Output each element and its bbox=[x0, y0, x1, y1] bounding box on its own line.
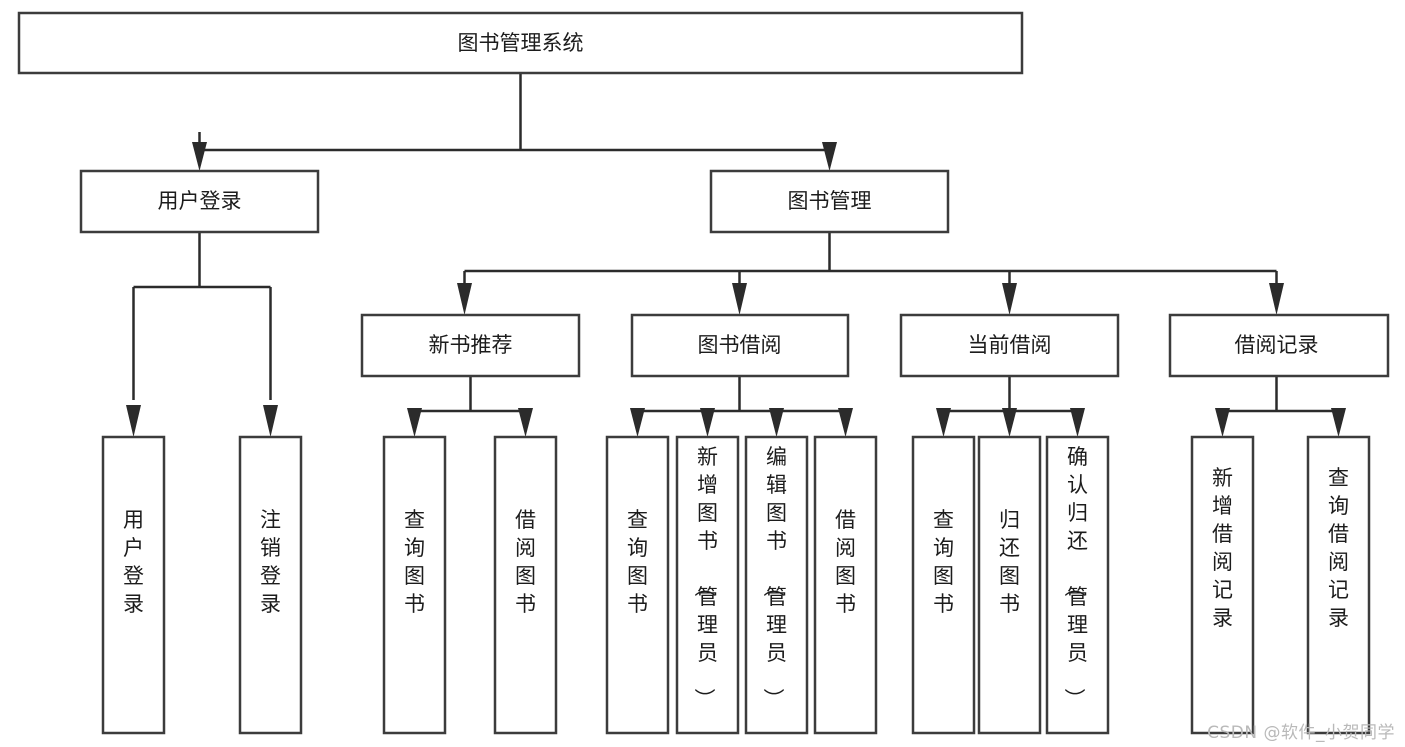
node-leaf-query-book-1-label: 查询图书 bbox=[404, 508, 425, 616]
node-leaf-return-book-label: 归还图书 bbox=[999, 508, 1020, 616]
node-leaf-query-book-3-label: 查询图书 bbox=[933, 508, 954, 616]
node-leaf-add-record[interactable]: 新增借阅记录 bbox=[1190, 435, 1255, 735]
node-leaf-add-record-box[interactable] bbox=[1190, 435, 1255, 735]
node-leaf-query-record[interactable]: 查询借阅记录 bbox=[1306, 435, 1371, 735]
node-book-borrow-label: 图书借阅 bbox=[698, 333, 782, 357]
node-leaf-query-record-box[interactable] bbox=[1306, 435, 1371, 735]
node-leaf-add-book-box[interactable] bbox=[675, 435, 740, 735]
arrowhead-new-book-rec bbox=[457, 283, 472, 315]
node-user-login[interactable]: 用户登录 bbox=[79, 169, 320, 234]
node-leaf-confirm-return-box[interactable] bbox=[1045, 435, 1110, 735]
arrowhead-leaf-query-book-1 bbox=[407, 408, 422, 437]
arrowhead-to-user-login bbox=[192, 142, 207, 171]
node-leaf-query-book-3[interactable]: 查询图书 bbox=[911, 435, 976, 735]
node-book-borrow-box[interactable] bbox=[630, 313, 850, 378]
arrowhead-to-book-manage bbox=[822, 142, 837, 171]
node-leaf-logout-login[interactable]: 注销登录 bbox=[238, 435, 303, 735]
node-leaf-query-book-2-label: 查询图书 bbox=[627, 508, 648, 616]
node-borrow-record-box[interactable] bbox=[1168, 313, 1390, 378]
node-leaf-query-book-1-box[interactable] bbox=[382, 435, 447, 735]
node-leaf-edit-book-label: 编辑图书（管理员） bbox=[761, 445, 787, 709]
node-leaf-add-book[interactable]: 新增图书（管理员） bbox=[675, 435, 740, 735]
node-user-login-label: 用户登录 bbox=[158, 189, 242, 213]
node-leaf-logout-login-label: 注销登录 bbox=[260, 508, 281, 616]
node-book-manage-label: 图书管理 bbox=[788, 189, 872, 213]
node-leaf-borrow-book-1-box[interactable] bbox=[493, 435, 558, 735]
arrowhead-leaf-edit-book bbox=[769, 408, 784, 437]
arrowhead-leaf-query-book-3 bbox=[936, 408, 951, 437]
node-leaf-confirm-return-label: 确认归还（管理员） bbox=[1062, 445, 1088, 709]
node-leaf-user-login-box[interactable] bbox=[101, 435, 166, 735]
arrowhead-leaf-query-book-2 bbox=[630, 408, 645, 437]
node-leaf-query-book-2[interactable]: 查询图书 bbox=[605, 435, 670, 735]
node-leaf-query-book-1[interactable]: 查询图书 bbox=[382, 435, 447, 735]
node-root-label: 图书管理系统 bbox=[458, 31, 584, 55]
node-leaf-user-login[interactable]: 用户登录 bbox=[101, 435, 166, 735]
node-leaf-add-record-label: 新增借阅记录 bbox=[1212, 466, 1233, 630]
csdn-watermark: CSDN @软件_小贺同学 bbox=[1207, 723, 1395, 743]
node-current-borrow-label: 当前借阅 bbox=[968, 333, 1052, 357]
arrowhead-leaf-return-book bbox=[1002, 408, 1017, 437]
node-leaf-query-book-3-box[interactable] bbox=[911, 435, 976, 735]
node-current-borrow-box[interactable] bbox=[899, 313, 1120, 378]
arrowhead-leaf-add-book bbox=[700, 408, 715, 437]
arrowhead-leaf-confirm-return bbox=[1070, 408, 1085, 437]
node-leaf-return-book-box[interactable] bbox=[977, 435, 1042, 735]
arrowhead-book-borrow bbox=[732, 283, 747, 315]
node-current-borrow[interactable]: 当前借阅 bbox=[899, 313, 1120, 378]
node-user-login-box[interactable] bbox=[79, 169, 320, 234]
node-book-manage-box[interactable] bbox=[709, 169, 950, 234]
node-book-manage[interactable]: 图书管理 bbox=[709, 169, 950, 234]
node-leaf-return-book[interactable]: 归还图书 bbox=[977, 435, 1042, 735]
node-leaf-user-login-label: 用户登录 bbox=[123, 508, 144, 616]
arrowhead-current-borrow bbox=[1002, 283, 1017, 315]
arrowhead-leaf-query-record bbox=[1331, 408, 1346, 437]
node-borrow-record-label: 借阅记录 bbox=[1235, 333, 1319, 357]
node-new-book-rec[interactable]: 新书推荐 bbox=[360, 313, 581, 378]
node-leaf-add-book-label: 新增图书（管理员） bbox=[692, 445, 718, 709]
node-new-book-rec-box[interactable] bbox=[360, 313, 581, 378]
node-leaf-borrow-book-2-box[interactable] bbox=[813, 435, 878, 735]
node-leaf-borrow-book-2-label: 借阅图书 bbox=[835, 508, 856, 616]
node-leaf-edit-book-box[interactable] bbox=[744, 435, 809, 735]
arrowhead-leaf-borrow-book-1 bbox=[518, 408, 533, 437]
arrowhead-leaf-add-record bbox=[1215, 408, 1230, 437]
node-leaf-borrow-book-1[interactable]: 借阅图书 bbox=[493, 435, 558, 735]
node-new-book-rec-label: 新书推荐 bbox=[429, 333, 513, 357]
node-leaf-query-book-2-box[interactable] bbox=[605, 435, 670, 735]
node-leaf-edit-book[interactable]: 编辑图书（管理员） bbox=[744, 435, 809, 735]
arrowhead-leaf-borrow-book-2 bbox=[838, 408, 853, 437]
node-leaf-borrow-book-1-label: 借阅图书 bbox=[515, 508, 536, 616]
node-leaf-confirm-return[interactable]: 确认归还（管理员） bbox=[1045, 435, 1110, 735]
node-leaf-logout-login-box[interactable] bbox=[238, 435, 303, 735]
arrowhead-leaf-logout-login bbox=[263, 405, 278, 437]
node-root[interactable]: 图书管理系统 bbox=[17, 11, 1024, 75]
node-root-box[interactable] bbox=[17, 11, 1024, 75]
node-leaf-query-record-label: 查询借阅记录 bbox=[1328, 466, 1349, 630]
arrowhead-borrow-record bbox=[1269, 283, 1284, 315]
node-leaf-borrow-book-2[interactable]: 借阅图书 bbox=[813, 435, 878, 735]
node-book-borrow[interactable]: 图书借阅 bbox=[630, 313, 850, 378]
connector-group-root bbox=[198, 73, 830, 158]
arrowhead-leaf-user-login bbox=[126, 405, 141, 437]
node-borrow-record[interactable]: 借阅记录 bbox=[1168, 313, 1390, 378]
